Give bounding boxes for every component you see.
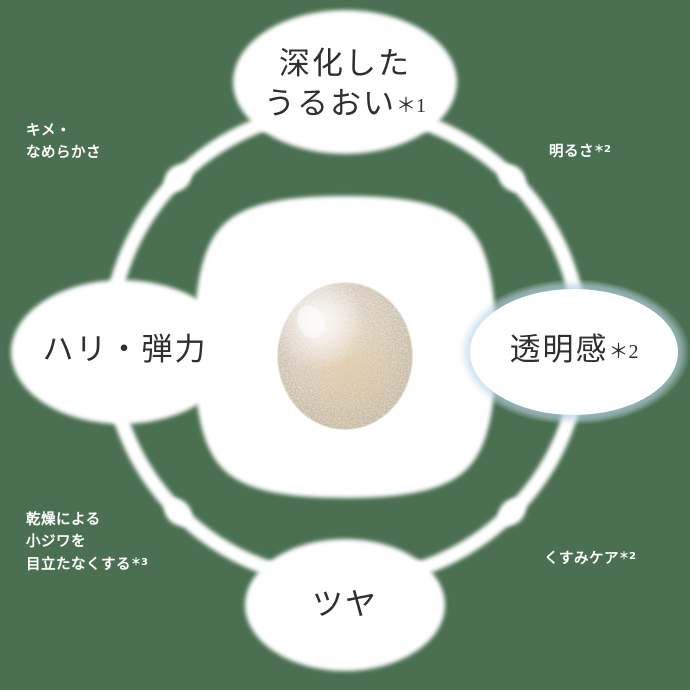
bubble-moisture xyxy=(233,10,457,154)
bubble-gloss xyxy=(245,539,445,671)
pillar-clarity-note: ＊2 xyxy=(608,341,639,363)
pillar-moisture-line2: うるおい xyxy=(264,85,396,121)
outer-dullness-line1: くすみケア xyxy=(544,551,619,567)
outer-wrinkle-line2: 小ジワを xyxy=(26,534,86,551)
ring-nodes xyxy=(164,164,526,526)
pillar-label-clarity: 透明感＊2 xyxy=(466,330,682,370)
outer-texture-line1: キメ・ xyxy=(26,123,71,139)
outer-texture-line2: なめらかさ xyxy=(26,145,101,162)
outer-wrinkle-line3: 目立たなくする xyxy=(26,556,131,573)
outer-label-wrinkle: 乾燥による 小ジワを 目立たなくする＊3 xyxy=(26,509,148,576)
outer-brightness-note: ＊2 xyxy=(594,144,611,155)
ring-node-top-left xyxy=(164,164,192,192)
pillar-moisture-line2-wrap: うるおい＊1 xyxy=(0,84,690,124)
pillar-moisture-line1: 深化した xyxy=(279,46,411,81)
outer-label-dullness: くすみケア＊2 xyxy=(544,548,636,570)
serum-droplet-icon xyxy=(267,276,423,444)
outer-wrinkle-line3-wrap: 目立たなくする＊3 xyxy=(26,554,148,576)
pillar-label-firmness: ハリ・弾力 xyxy=(18,330,232,370)
ring-node-bottom-right xyxy=(498,498,526,526)
pillar-label-gloss: ツヤ xyxy=(0,585,690,625)
pillar-bubbles xyxy=(11,10,678,671)
pillar-clarity-line1: 透明感 xyxy=(509,332,609,367)
pillar-label-moisture: 深化した うるおい＊1 xyxy=(0,44,690,123)
outer-label-brightness: 明るさ＊2 xyxy=(549,141,611,163)
pillar-gloss-line1: ツヤ xyxy=(312,587,378,622)
ring-node-top-right xyxy=(498,164,526,192)
outer-wrinkle-line1: 乾燥による xyxy=(26,512,101,528)
bubble-firmness xyxy=(11,280,233,424)
outer-wrinkle-note: ＊3 xyxy=(131,556,148,568)
outer-label-texture: キメ・ なめらかさ xyxy=(26,120,101,165)
pillar-firmness-line1: ハリ・弾力 xyxy=(42,332,208,367)
outer-brightness-line1: 明るさ xyxy=(549,144,594,160)
pillar-moisture-note: ＊1 xyxy=(396,94,426,117)
bubble-clarity xyxy=(470,289,678,415)
ring-node-bottom-left xyxy=(164,498,192,526)
outer-dullness-note: ＊2 xyxy=(619,551,636,562)
